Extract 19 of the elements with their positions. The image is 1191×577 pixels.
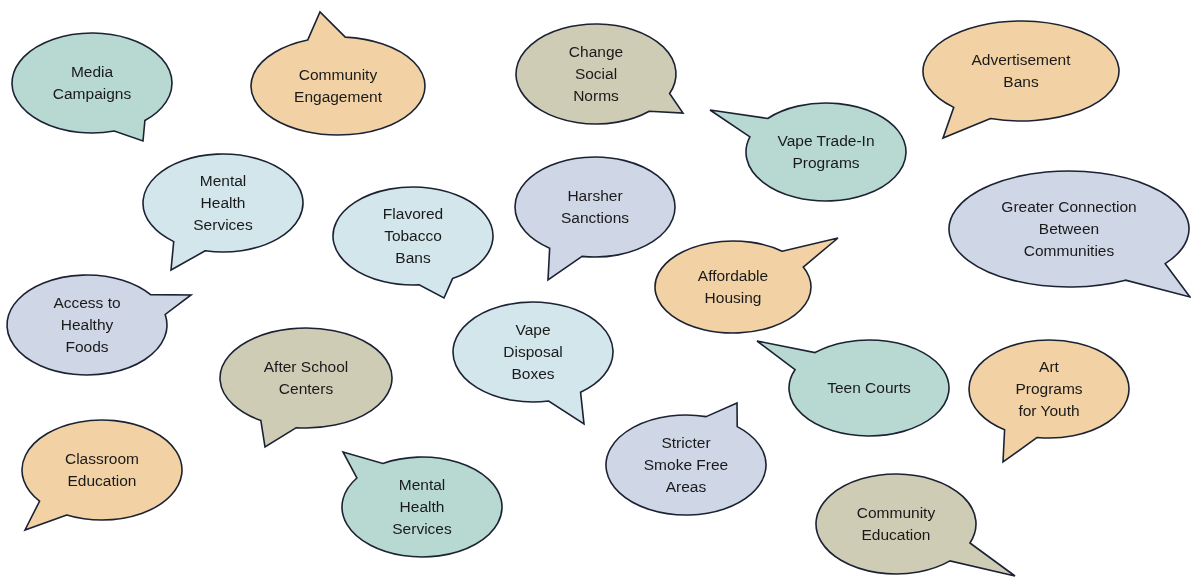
bubble-text: Harsher Sanctions: [559, 186, 631, 228]
bubble-text: Advertisement Bans: [970, 50, 1072, 92]
bubble-text: Community Education: [855, 503, 937, 545]
bubble-text: Greater Connection Between Communities: [1000, 197, 1138, 261]
bubble-text: Vape Trade-In Programs: [776, 131, 876, 173]
bubble-text: Stricter Smoke Free Areas: [642, 433, 730, 497]
bubble-text: Affordable Housing: [696, 266, 770, 308]
bubble-text: After School Centers: [262, 357, 350, 399]
bubble-text: Access to Healthy Foods: [52, 293, 122, 357]
bubble-text: Art Programs for Youth: [1014, 357, 1084, 421]
bubble-text: Community Engagement: [293, 65, 383, 107]
bubble-text: Vape Disposal Boxes: [502, 320, 564, 384]
bubble-text: Flavored Tobacco Bans: [381, 204, 445, 268]
bubble-text: Change Social Norms: [567, 42, 625, 106]
bubble-text: Mental Health Services: [391, 475, 453, 539]
bubble-text: Media Campaigns: [51, 62, 133, 104]
bubble-text: Mental Health Services: [192, 171, 254, 235]
bubble-text: Teen Courts: [826, 378, 912, 398]
bubble-text: Classroom Education: [63, 449, 141, 491]
